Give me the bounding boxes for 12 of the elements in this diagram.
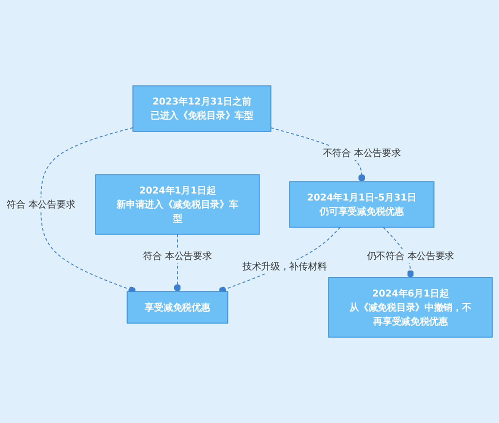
node-box: 享受减免税优惠 xyxy=(126,291,228,324)
edge-label: 技术升级，补传材料 xyxy=(242,260,327,272)
edge-label: 符合 本公告要求 xyxy=(143,250,212,262)
node-box: 2024年1月1日起 新申请进入《减免税目录》车型 xyxy=(95,174,260,235)
connector xyxy=(40,127,136,294)
connector xyxy=(218,226,341,294)
edge-label: 不符合 本公告要求 xyxy=(322,147,401,158)
edge-label: 仍不符合 本公告要求 xyxy=(366,250,454,262)
node-box: 2023年12月31日之前 已进入《免税目录》车型 xyxy=(132,85,272,132)
edge-label: 符合 本公告要求 xyxy=(6,198,76,210)
node-box: 2024年1月1日-5月31日 仍可享受减免税优惠 xyxy=(289,181,434,228)
node-box: 2024年6月1日起 从《减免税目录》中撤销，不再享受减免税优惠 xyxy=(328,277,493,338)
